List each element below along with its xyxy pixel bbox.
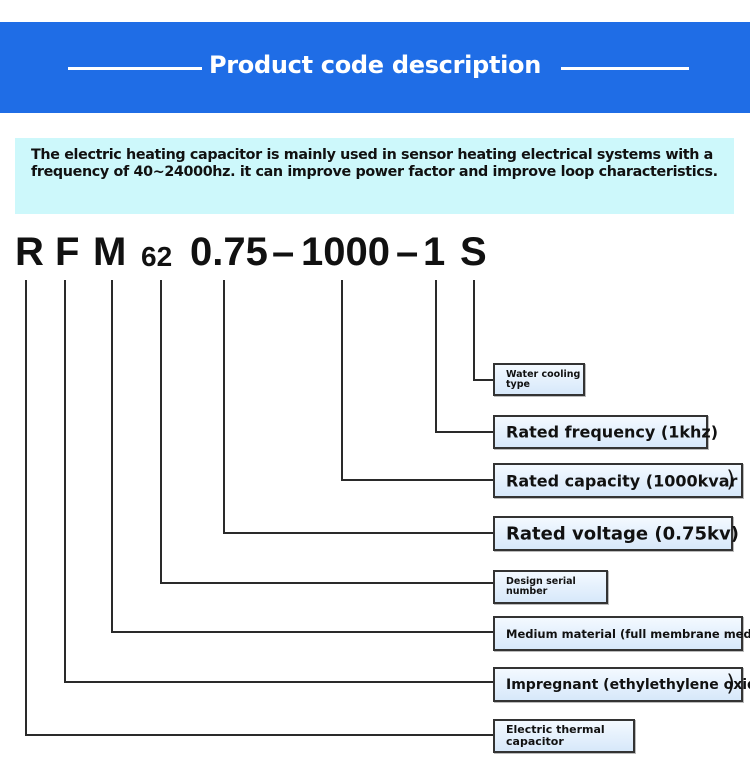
code-capacity: 1000 [301, 230, 390, 274]
code-dash-2: – [396, 230, 419, 274]
label-rated-voltage: Rated voltage (0.75kv) [493, 516, 739, 551]
label-design-serial-number: Design serial number [493, 570, 608, 604]
label-impregnant: Impregnant (ethylethylene oxide ) [493, 667, 750, 702]
label-text: Medium material (full membrane medium) [506, 626, 750, 641]
label-text: Electric thermal capacitor [506, 723, 605, 748]
connector-f [64, 280, 494, 683]
connector-1000 [341, 280, 494, 481]
label-water-cooling-type: Water cooling type [493, 363, 585, 396]
label-medium-material: Medium material (full membrane medium) [493, 616, 750, 651]
label-text: Rated voltage (0.75kv) [506, 523, 739, 544]
connector-m [111, 280, 494, 633]
connector-r [25, 280, 494, 736]
connector-62 [160, 280, 494, 584]
intro-panel: The electric heating capacitor is mainly… [15, 138, 734, 214]
label-electric-thermal-capacitor: Electric thermal capacitor [493, 719, 635, 753]
label-text: Impregnant (ethylethylene oxide [506, 676, 750, 693]
label-text: Water cooling type [506, 368, 581, 390]
label-suffix: ) [726, 466, 735, 492]
code-letter-f: F [55, 230, 80, 274]
connector-s [473, 280, 494, 381]
code-serial-62: 62 [141, 241, 173, 272]
header-rule-right [561, 67, 689, 70]
header-banner: Product code description [0, 22, 750, 113]
label-text: Rated frequency (1khz) [506, 422, 719, 442]
connector-1 [435, 280, 494, 433]
code-dash-1: – [272, 230, 295, 274]
intro-text: The electric heating capacitor is mainly… [31, 147, 718, 180]
label-suffix: ) [726, 670, 735, 696]
connector-075 [223, 280, 494, 534]
page-title: Product code description [208, 51, 542, 79]
label-rated-capacity: Rated capacity (1000kvar ) [493, 463, 743, 498]
code-letter-m: M [93, 230, 127, 274]
label-rated-frequency: Rated frequency (1khz) [493, 415, 718, 449]
code-letter-s: S [460, 230, 487, 274]
label-text: Design serial number [506, 576, 576, 597]
code-frequency: 1 [423, 230, 446, 274]
code-voltage: 0.75 [190, 230, 268, 274]
label-text: Rated capacity (1000kvar [506, 471, 738, 490]
code-letter-r: R [15, 230, 44, 274]
header-rule-left [68, 67, 202, 70]
